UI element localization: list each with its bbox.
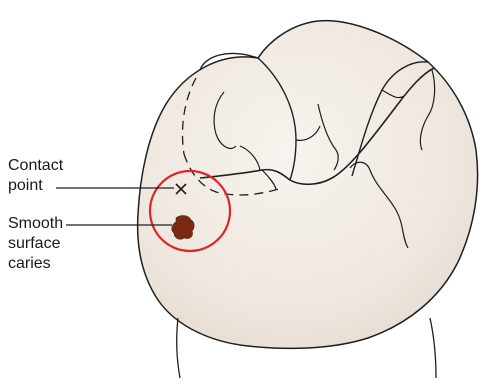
contact-point-label-line1: Contact [8, 156, 63, 176]
contact-point-label-line2: point [8, 176, 43, 196]
root-line-right [430, 318, 436, 378]
root-line-left [177, 318, 180, 378]
caries-label-line2: surface [8, 234, 60, 254]
caries-label-line1: Smooth [8, 214, 63, 234]
caries-label-line3: caries [8, 254, 51, 274]
